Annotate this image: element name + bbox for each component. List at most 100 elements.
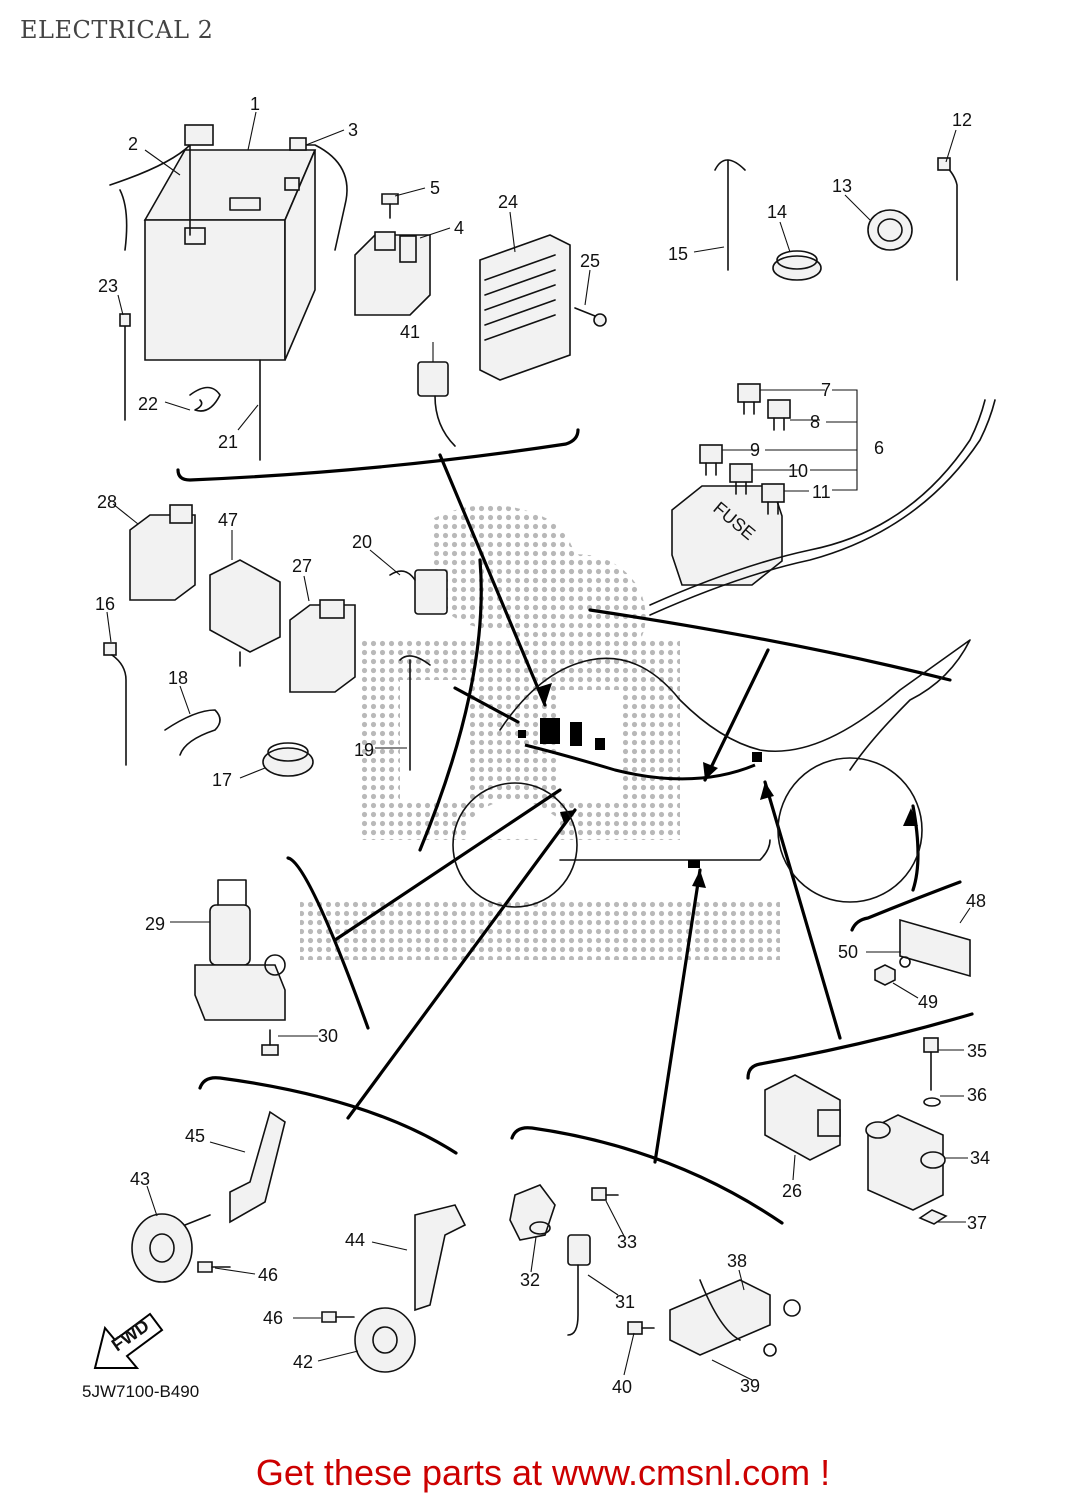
horn-42[interactable] [354,1307,416,1373]
callout-20: 20 [352,532,372,552]
callout-46b: 46 [263,1308,283,1328]
callout-2: 2 [128,134,138,154]
fuse-11[interactable] [761,483,785,515]
clamp-17[interactable] [262,742,314,777]
washer-50[interactable] [899,956,911,968]
callout-31: 31 [615,1292,635,1312]
bolt-35[interactable] [923,1037,939,1091]
horn-stay-45[interactable] [229,1110,286,1224]
bolt-46b[interactable] [321,1311,355,1323]
fuse-leads [722,389,858,492]
callout-40: 40 [612,1377,632,1397]
relay-28[interactable] [129,504,196,601]
watermark-logo [300,505,780,960]
callout-21: 21 [218,432,238,452]
callout-36: 36 [967,1085,987,1105]
callout-6: 6 [874,438,884,458]
callout-27: 27 [292,556,312,576]
relay-27[interactable] [289,599,356,693]
neutral-switch-31[interactable] [567,1234,591,1336]
washer-36[interactable] [923,1097,941,1107]
callout-44: 44 [345,1230,365,1250]
callout-42: 42 [293,1352,313,1372]
fuse-7[interactable] [737,383,761,415]
battery-part-1[interactable] [143,149,317,361]
motorcycle-outline [452,639,971,908]
leader-lines [106,111,971,1381]
callout-1: 1 [250,94,260,114]
bolt-30[interactable] [261,1029,279,1056]
callout-48: 48 [966,891,986,911]
relay-47[interactable] [209,559,281,667]
cable-39[interactable] [699,1279,741,1341]
cable-tie-19[interactable] [399,655,431,771]
clamp-18[interactable] [164,709,221,756]
callout-19: 19 [354,740,374,760]
callout-7: 7 [821,380,831,400]
cable-tie-12[interactable] [937,157,958,281]
callout-38: 38 [727,1251,747,1271]
callout-18: 18 [168,668,188,688]
relay-26[interactable] [764,1074,841,1161]
callout-34: 34 [970,1148,990,1168]
nut-49[interactable] [874,964,896,986]
callout-25: 25 [580,251,600,271]
group-brackets [176,428,974,1225]
callout-4: 4 [454,218,464,238]
callout-16: 16 [95,594,115,614]
callout-28: 28 [97,492,117,512]
callout-5: 5 [430,178,440,198]
callout-45: 45 [185,1126,205,1146]
cable-tie-23[interactable] [119,313,131,421]
clip-37[interactable] [918,1209,948,1225]
callout-39: 39 [740,1376,760,1396]
fuse-box-6[interactable]: FUSE [671,485,783,586]
clamp-13[interactable] [867,209,913,251]
connector-41[interactable] [417,361,456,447]
callout-labels: 1 2 3 4 5 6 7 8 9 10 11 12 13 14 15 16 1… [95,94,990,1397]
callout-23: 23 [98,276,118,296]
bracket-32[interactable] [509,1184,556,1241]
callout-33: 33 [617,1232,637,1252]
fuse-8[interactable] [767,399,791,431]
horn-43[interactable] [131,1213,211,1283]
callout-3: 3 [348,120,358,140]
callout-37: 37 [967,1213,987,1233]
bolt-25[interactable] [574,307,607,327]
callout-15: 15 [668,244,688,264]
rectifier-regulator-24[interactable] [479,234,571,381]
callout-41: 41 [400,322,420,342]
main-switch-29[interactable] [194,879,286,1021]
horn-stay-44[interactable] [414,1204,467,1312]
callout-29: 29 [145,914,165,934]
callout-50: 50 [838,942,858,962]
callout-49: 49 [918,992,938,1012]
footer-link[interactable]: Get these parts at www.cmsnl.com ! [255,1452,831,1493]
screw-40[interactable] [627,1321,655,1335]
bolt-5[interactable] [381,193,399,219]
battery-lead-3[interactable] [289,137,348,251]
bolt-46a[interactable] [197,1261,231,1273]
fuse-10[interactable] [729,463,753,495]
callout-10: 10 [788,461,808,481]
fuse-9[interactable] [699,444,723,476]
callout-24: 24 [498,192,518,212]
cable-tie-16[interactable] [103,642,127,766]
callout-46a: 46 [258,1265,278,1285]
reflector-48[interactable] [899,918,971,978]
clamp-22[interactable] [189,386,221,412]
bolt-33[interactable] [591,1187,619,1201]
band-14[interactable] [772,250,822,281]
relay-20[interactable] [389,569,448,615]
cable-tie-15[interactable] [714,159,746,271]
starter-relay-4[interactable] [354,231,431,316]
callout-32: 32 [520,1270,540,1290]
sidestand-switch-38[interactable] [669,1279,801,1357]
callout-9: 9 [750,440,760,460]
page-title: ELECTRICAL 2 [20,16,214,44]
relay-34[interactable] [865,1114,946,1211]
callout-8: 8 [810,412,820,432]
callout-14: 14 [767,202,787,222]
callout-26: 26 [782,1181,802,1201]
